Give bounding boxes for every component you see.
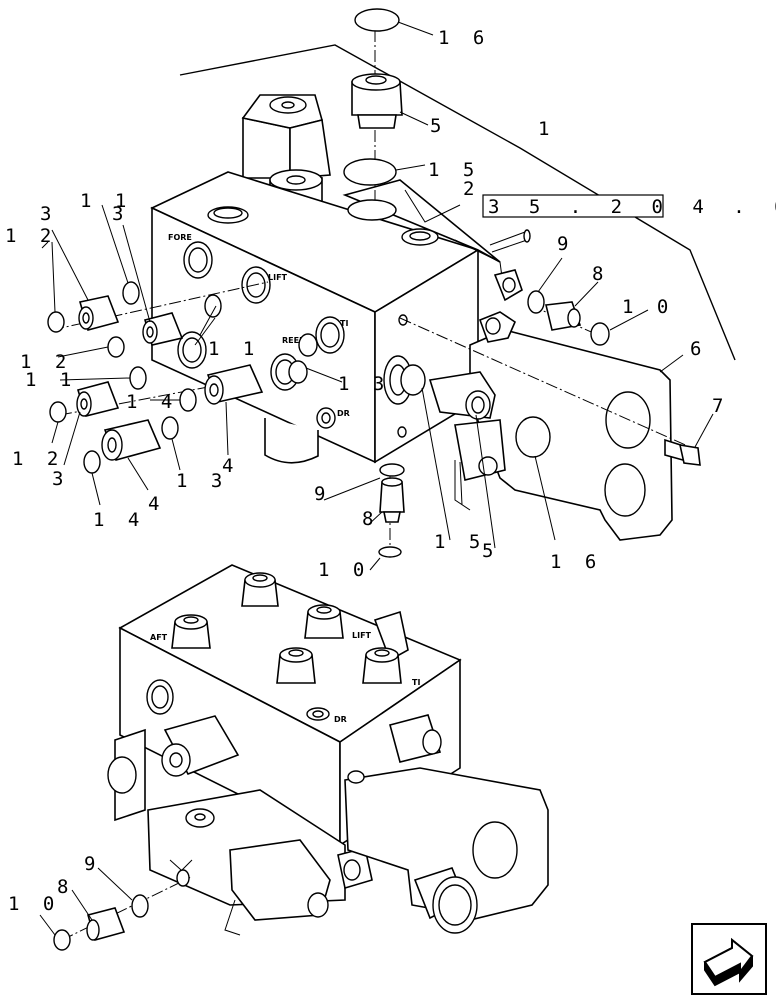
callout-14-a: 1 4 bbox=[126, 391, 178, 413]
callout-13-a: 1 3 bbox=[338, 373, 390, 395]
callout-10-c: 1 0 bbox=[8, 893, 60, 915]
assembly-bracket-lines bbox=[179, 44, 736, 361]
reference-number: 3 5 . 2 0 4 . 0 6 bbox=[488, 196, 776, 218]
port-dr bbox=[316, 407, 336, 429]
callout-14-b: 1 4 bbox=[93, 509, 145, 531]
port-aft-upper bbox=[177, 331, 207, 369]
o-ring-13-b bbox=[161, 416, 179, 440]
port-ti bbox=[315, 316, 345, 354]
lower-valve-assembly: AFT LIFT TI DR bbox=[107, 564, 549, 936]
callout-11-c: 1 1 bbox=[25, 369, 77, 391]
fitting-3-upper bbox=[78, 295, 120, 331]
callout-4-a: 4 bbox=[222, 455, 239, 477]
callout-numbers: 1 2 3 3 3 4 4 5 5 6 7 8 8 8 9 9 9 1 0 1 … bbox=[5, 27, 729, 915]
callout-15-b: 1 5 bbox=[434, 531, 486, 553]
callout-11-b: 1 1 bbox=[208, 338, 260, 360]
callout-3-b: 3 bbox=[112, 203, 129, 225]
o-ring-14-a bbox=[179, 388, 197, 412]
o-ring-15-side bbox=[400, 364, 426, 396]
fitting-4-upper bbox=[204, 364, 264, 405]
o-ring-10-top bbox=[590, 322, 610, 346]
o-ring-9-bottom bbox=[131, 894, 149, 918]
top-fitting-1 bbox=[241, 572, 279, 607]
label-fore: FORE bbox=[168, 233, 192, 242]
fitting-8-bottom bbox=[86, 907, 126, 941]
callout-10-a: 1 0 bbox=[622, 296, 674, 318]
top-fitting-2 bbox=[171, 614, 211, 649]
o-ring-13-a bbox=[288, 360, 308, 384]
port-fore bbox=[183, 241, 213, 279]
upper-valve-assembly: FORE LIFT REEL TI DR bbox=[150, 94, 673, 541]
o-ring-12-a bbox=[47, 311, 65, 333]
fitting-8-top bbox=[545, 301, 582, 331]
fitting-8-center bbox=[379, 477, 405, 523]
o-ring-12-b bbox=[107, 336, 125, 358]
label-aft: AFT bbox=[150, 633, 168, 642]
callout-10-b: 1 0 bbox=[318, 559, 370, 581]
callout-3-c: 3 bbox=[52, 468, 69, 490]
callout-8-b: 8 bbox=[362, 508, 379, 530]
o-ring-9-top bbox=[527, 290, 545, 314]
callout-9-b: 9 bbox=[314, 483, 331, 505]
o-ring-16-top bbox=[354, 8, 400, 32]
top-fitting-4 bbox=[276, 647, 316, 684]
callout-9-a: 9 bbox=[557, 233, 574, 255]
callout-8-c: 8 bbox=[57, 876, 74, 898]
callout-9-c: 9 bbox=[84, 853, 101, 875]
callout-3-a: 3 bbox=[40, 203, 57, 225]
o-ring-12-c bbox=[49, 401, 67, 423]
fitting-5-top bbox=[351, 73, 403, 129]
callout-15-a: 1 5 bbox=[428, 159, 480, 181]
leader-lines bbox=[39, 21, 714, 936]
label-dr: DR bbox=[337, 409, 350, 418]
next-page-icon[interactable] bbox=[691, 923, 767, 995]
fitting-4-lower bbox=[101, 419, 162, 461]
label-dr-bottom: DR bbox=[334, 715, 347, 724]
label-lift-bottom: LIFT bbox=[352, 631, 372, 640]
callout-12-b: 1 2 bbox=[20, 351, 72, 373]
label-ti-bottom: TI bbox=[412, 678, 420, 687]
o-ring-9-center bbox=[379, 463, 405, 477]
o-ring-14-b bbox=[83, 450, 101, 474]
callout-8-a: 8 bbox=[592, 263, 609, 285]
callout-16-b: 1 6 bbox=[550, 551, 602, 573]
fitting-3-mid bbox=[142, 312, 184, 346]
cross-reference-box[interactable]: 3 5 . 2 0 4 . 0 6 bbox=[482, 194, 776, 218]
lower-exploded-parts bbox=[53, 869, 190, 951]
callout-16-a: 1 6 bbox=[438, 27, 490, 49]
bolt-7 bbox=[664, 438, 701, 466]
o-ring-15-top bbox=[343, 158, 397, 186]
callout-5-a: 5 bbox=[430, 115, 447, 137]
o-ring-11-c bbox=[129, 366, 147, 390]
callout-7: 7 bbox=[712, 395, 729, 417]
o-ring-11-b bbox=[204, 294, 222, 318]
callout-12-a: 1 2 bbox=[5, 225, 57, 247]
callout-11-a: 1 1 bbox=[80, 190, 132, 212]
label-ti: TI bbox=[340, 319, 348, 328]
o-ring-10-center bbox=[378, 546, 402, 558]
o-ring-10-bottom bbox=[53, 929, 71, 951]
callout-13-b: 1 3 bbox=[176, 470, 228, 492]
fitting-3-lower bbox=[76, 381, 120, 417]
callout-12-c: 1 2 bbox=[12, 448, 64, 470]
label-reel: REEL bbox=[282, 336, 304, 345]
top-fitting-3 bbox=[304, 604, 344, 639]
callout-1: 1 bbox=[538, 118, 555, 140]
callout-4-b: 4 bbox=[148, 493, 165, 515]
o-ring-16-side bbox=[515, 416, 551, 458]
callout-6: 6 bbox=[690, 338, 707, 360]
o-ring-11-a bbox=[122, 281, 140, 305]
callout-5-b: 5 bbox=[482, 540, 499, 562]
callout-2: 2 bbox=[463, 178, 480, 200]
top-fitting-5 bbox=[362, 647, 402, 684]
label-lift: LIFT bbox=[268, 273, 288, 282]
exploded-parts bbox=[47, 8, 701, 558]
